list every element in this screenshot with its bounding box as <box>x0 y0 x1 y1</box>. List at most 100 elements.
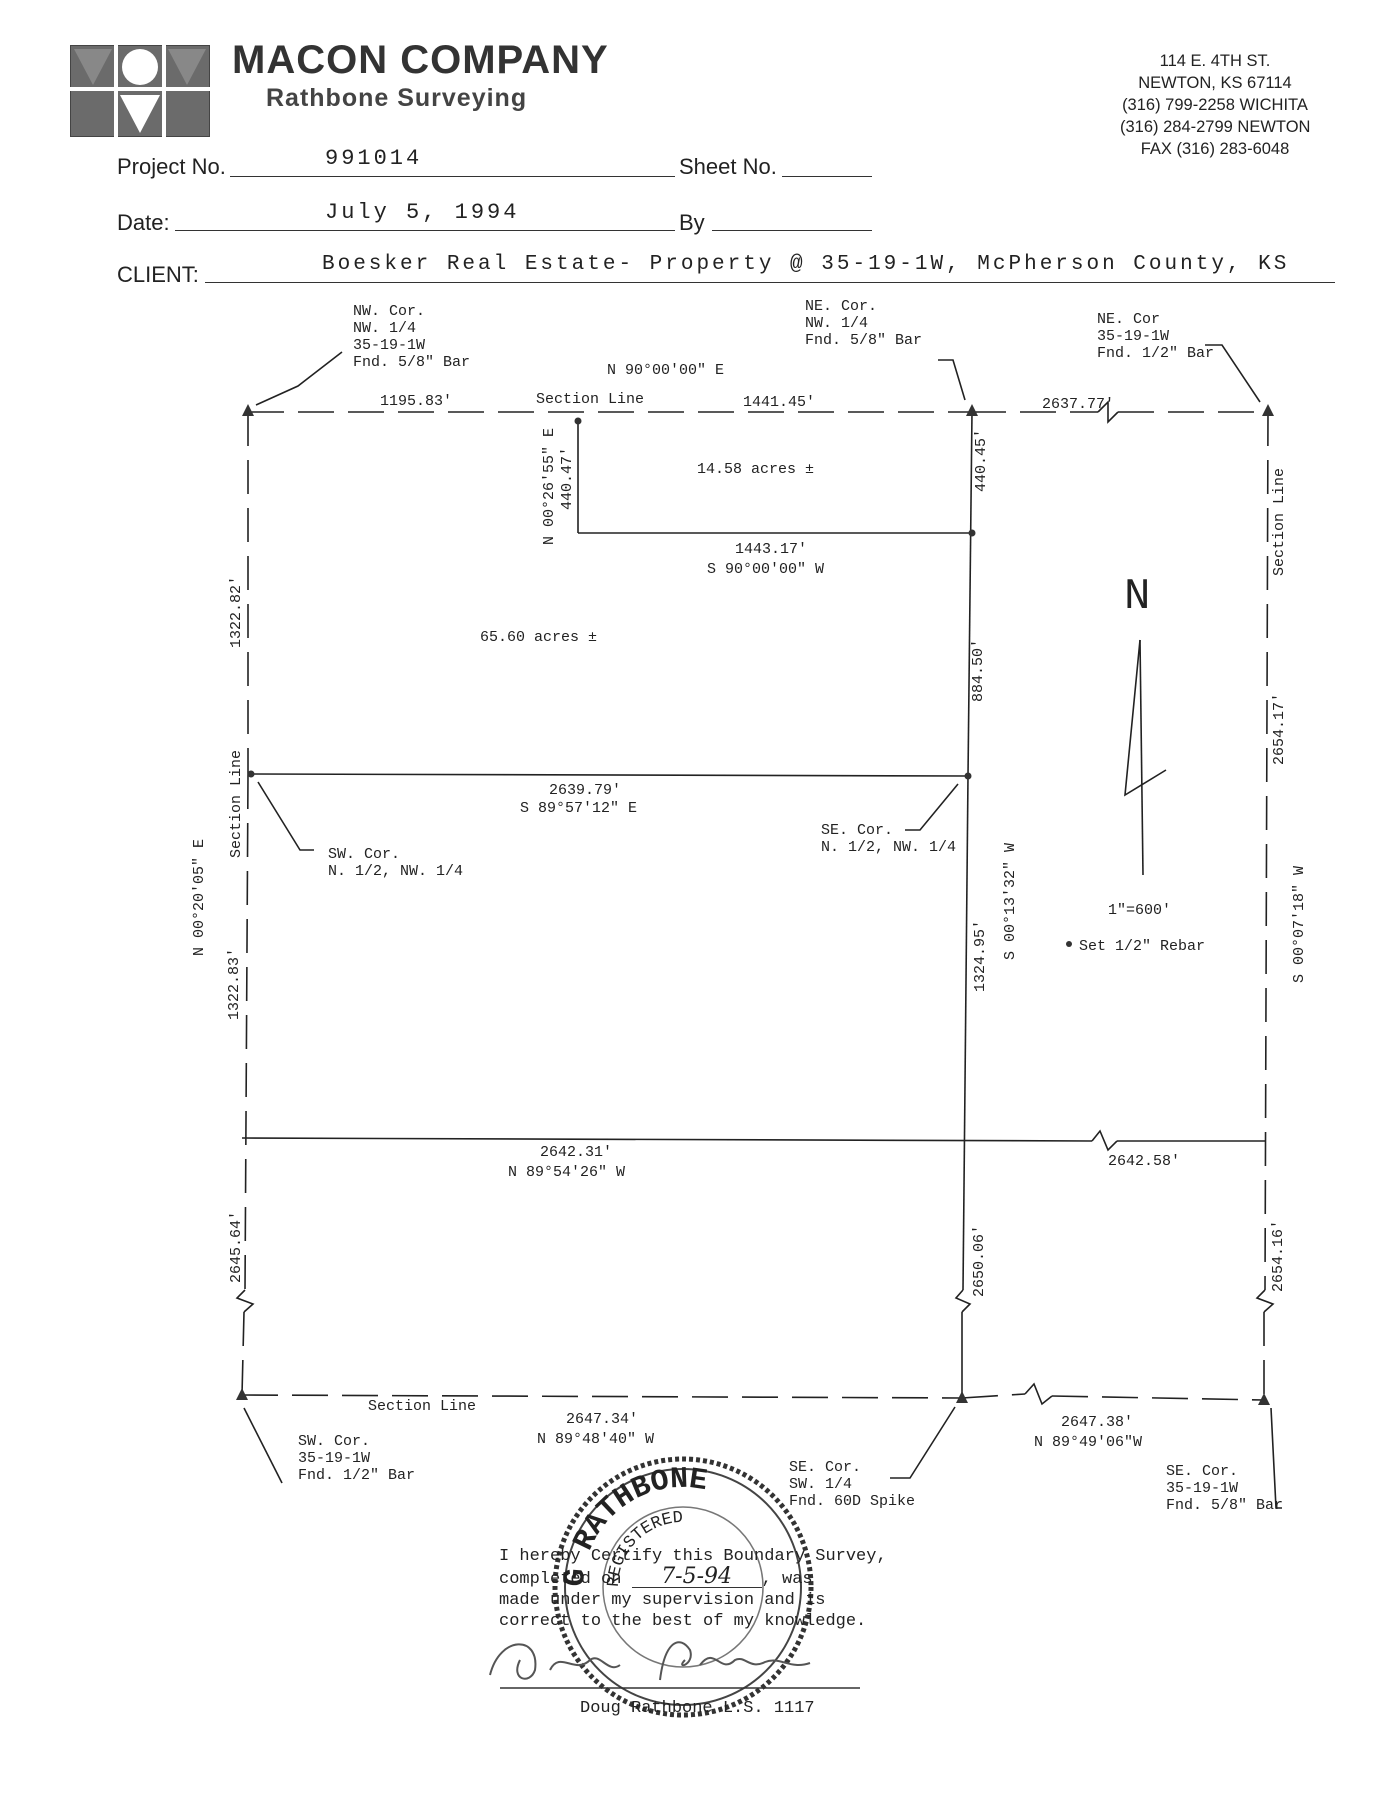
section-line-label-right: Section Line <box>1271 468 1288 576</box>
corner-line: SE. Cor. <box>1166 1463 1239 1480</box>
rebar-marker <box>964 772 972 780</box>
corner-line: Fnd. 60D Spike <box>789 1493 916 1510</box>
dim-1441: 1441.45' <box>743 394 815 411</box>
corner-line: SE. Cor. <box>789 1459 862 1476</box>
bearing-2639: S 89°57'12" E <box>520 800 637 817</box>
acres-small: 14.58 acres ± <box>697 461 814 478</box>
signature <box>480 1630 860 1690</box>
corner-line: NW. 1/4 <box>353 320 417 337</box>
company-address: 114 E. 4TH ST. NEWTON, KS 67114 (316) 79… <box>1120 50 1310 160</box>
section-line-label-left: Section Line <box>228 750 245 858</box>
dim-1324: 1324.95' <box>972 920 989 992</box>
corner-line: Fnd. 5/8" Bar <box>805 332 923 349</box>
corner-label-se-sw: SE. Cor. SW. 1/4 Fnd. 60D Spike <box>789 1459 915 1510</box>
break-symbol <box>1024 1382 1053 1406</box>
project-label: Project No. <box>117 154 226 179</box>
client-value: Boesker Real Estate- Property @ 35-19-1W… <box>322 253 1290 276</box>
signer-name: Doug Rathbone L.S. 1117 <box>580 1699 815 1718</box>
bearing-2642: N 89°54'26" W <box>508 1164 625 1181</box>
corner-line: NW. Cor. <box>353 303 426 320</box>
dim-1322-83: 1322.83' <box>226 948 243 1020</box>
project-number: 991014 <box>325 146 423 171</box>
address-line: FAX (316) 283-6048 <box>1140 140 1290 158</box>
dim-1443: 1443.17' <box>735 541 807 558</box>
corner-line: Fnd. 1/2" Bar <box>298 1467 416 1484</box>
corner-line: 35-19-1W <box>353 337 426 354</box>
acres-big: 65.60 acres ± <box>480 629 597 646</box>
corner-line: SW. Cor. <box>328 846 401 863</box>
dim-1195: 1195.83' <box>380 393 452 410</box>
leader-line <box>243 1407 283 1484</box>
address-line: NEWTON, KS 67114 <box>1138 74 1292 92</box>
dim-2647-34: 2647.34' <box>566 1411 638 1428</box>
corner-line: SW. Cor. <box>298 1433 371 1450</box>
corner-line: NE. Cor. <box>805 298 878 315</box>
corner-marker <box>242 404 254 416</box>
corner-marker <box>236 1388 248 1400</box>
cert-date-field: 7-5-94 <box>631 1566 762 1588</box>
quarter-line <box>962 775 969 1291</box>
left-bearing: N 00°20'05" E <box>191 839 208 956</box>
property-east-line <box>967 411 973 777</box>
date-underline <box>175 230 675 231</box>
corner-line: Fnd. 5/8" Bar <box>353 354 471 371</box>
scale-label: 1"=600' <box>1108 902 1171 919</box>
mid-bearing: S 00°13'32" W <box>1002 843 1019 960</box>
corner-line: SW. 1/4 <box>789 1476 853 1493</box>
leader-line <box>890 1406 956 1479</box>
corner-line: 35-19-1W <box>1166 1480 1239 1497</box>
corner-line: SE. Cor. <box>821 822 894 839</box>
by-underline <box>712 230 872 231</box>
dim-884: 884.50' <box>970 639 987 702</box>
rebar-marker <box>1066 941 1072 947</box>
dim-2654-17: 2654.17' <box>1271 693 1288 765</box>
dim-2650: 2650.06' <box>971 1225 988 1297</box>
dim-2647-38: 2647.38' <box>1061 1414 1133 1431</box>
break-symbol <box>1091 1129 1118 1152</box>
n-half-south-line <box>250 773 969 777</box>
client-label: CLIENT: <box>117 262 199 287</box>
dim-1322-82: 1322.82' <box>228 576 245 648</box>
bearing-top: N 90°00'00" E <box>607 362 724 379</box>
certification-block: I hereby Certify this Boundary Survey, c… <box>499 1546 887 1632</box>
dim-440-45: 440.45' <box>973 429 990 492</box>
cert-completed-on: completed on <box>499 1570 622 1589</box>
corner-line: NW. 1/4 <box>805 315 869 332</box>
section-line-label-top: Section Line <box>536 391 644 408</box>
corner-marker <box>966 404 978 416</box>
small-bearing: N 00°26'55" E <box>541 428 558 545</box>
corner-line: N. 1/2, NW. 1/4 <box>821 839 957 856</box>
address-line: 114 E. 4TH ST. <box>1159 52 1271 70</box>
bearing-2647-34: N 89°48'40" W <box>537 1431 654 1448</box>
leader-line <box>938 359 966 401</box>
client-underline <box>205 282 1335 283</box>
dim-2642-58: 2642.58' <box>1108 1153 1180 1170</box>
leader-line <box>257 781 314 851</box>
corner-marker <box>956 1391 968 1403</box>
date-value: July 5, 1994 <box>325 200 520 225</box>
north-letter: N <box>1124 572 1150 622</box>
north-arrow-head <box>1124 639 1167 797</box>
north-arrow-shaft <box>1139 639 1144 876</box>
surveyor-seal: G RATHBONE REGISTERED <box>548 1452 818 1722</box>
left-section-line-2 <box>244 774 249 1291</box>
dim-2645: 2645.64' <box>228 1211 245 1283</box>
rebar-marker <box>968 529 976 537</box>
left-section-line-3 <box>241 1311 245 1396</box>
right-section-line <box>1264 411 1269 1291</box>
rebar-marker <box>247 770 255 778</box>
address-line: (316) 799-2258 WICHITA <box>1122 96 1308 114</box>
corner-line: N. 1/2, NW. 1/4 <box>328 863 464 880</box>
company-logo <box>69 44 211 138</box>
company-name: MACON COMPANY <box>232 38 609 82</box>
cert-line: correct to the best of my knowledge. <box>499 1612 867 1631</box>
leader-line <box>905 783 959 831</box>
corner-label-sw-n12: SW. Cor. N. 1/2, NW. 1/4 <box>328 846 463 880</box>
corner-label-nw-nw: NW. Cor. NW. 1/4 35-19-1W Fnd. 5/8" Bar <box>353 303 470 371</box>
corner-label-ne-nw: NE. Cor. NW. 1/4 Fnd. 5/8" Bar <box>805 298 922 349</box>
cert-line: I hereby Certify this Boundary Survey, <box>499 1547 887 1566</box>
cert-was: , was <box>761 1570 813 1589</box>
bottom-section-line-2 <box>961 1393 1026 1399</box>
date-label: Date: <box>117 210 170 235</box>
cert-line: made under my supervision and is <box>499 1591 826 1610</box>
